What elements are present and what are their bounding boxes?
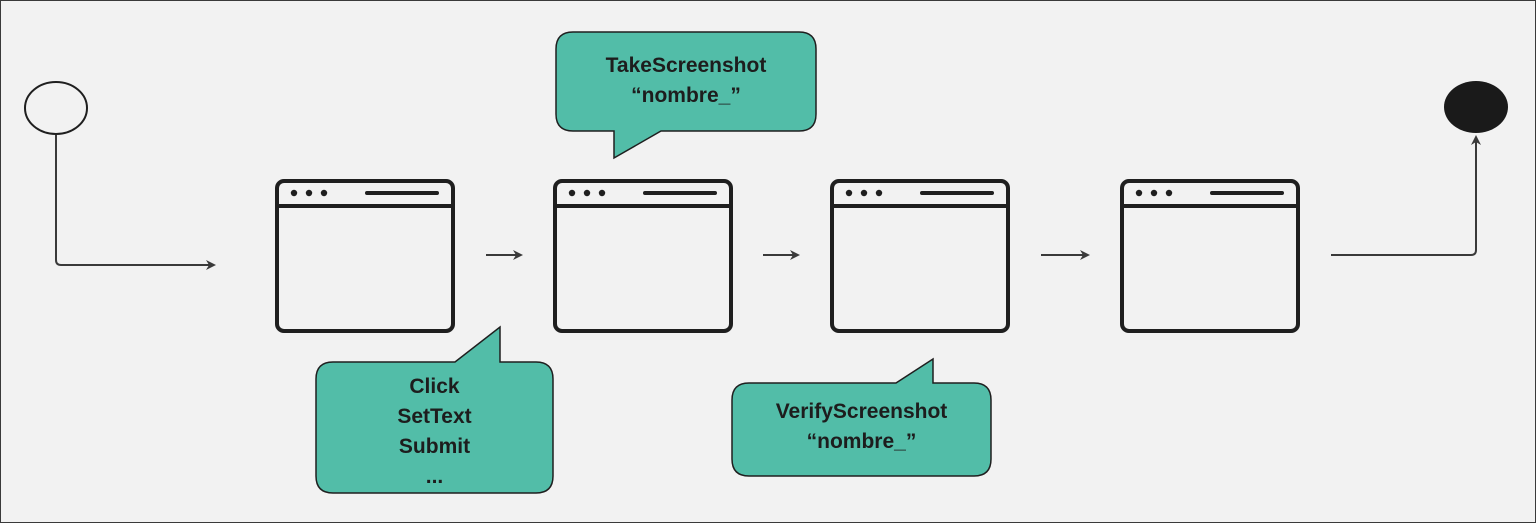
action-click: Click [409,375,460,398]
browser-window-3 [830,179,1010,333]
end-node [1444,81,1508,133]
callout-actions-bubble [315,325,554,494]
take-screenshot-argument: “nombre_” [631,84,741,107]
verify-screenshot-argument: “nombre_” [806,430,917,453]
callout-verify-screenshot-bubble [731,357,992,477]
callout-take-screenshot-text: TakeScreenshot “nombre_” [556,51,816,111]
take-screenshot-command: TakeScreenshot [605,54,767,77]
connector-start-to-window-1 [55,135,216,270]
browser-window-4 [1120,179,1300,333]
callout-actions-text: Click SetText Submit ... [316,372,553,492]
callout-take-screenshot-bubble [555,31,817,160]
action-settext: SetText [397,405,472,428]
action-ellipsis: ... [425,465,444,488]
callout-verify-screenshot-text: VerifyScreenshot “nombre_” [732,397,991,457]
browser-window-2 [553,179,733,333]
start-node [24,81,88,135]
connector-window-4-to-end [1331,135,1481,256]
browser-window-1 [275,179,455,333]
verify-screenshot-command: VerifyScreenshot [775,400,948,423]
action-submit: Submit [398,435,471,458]
